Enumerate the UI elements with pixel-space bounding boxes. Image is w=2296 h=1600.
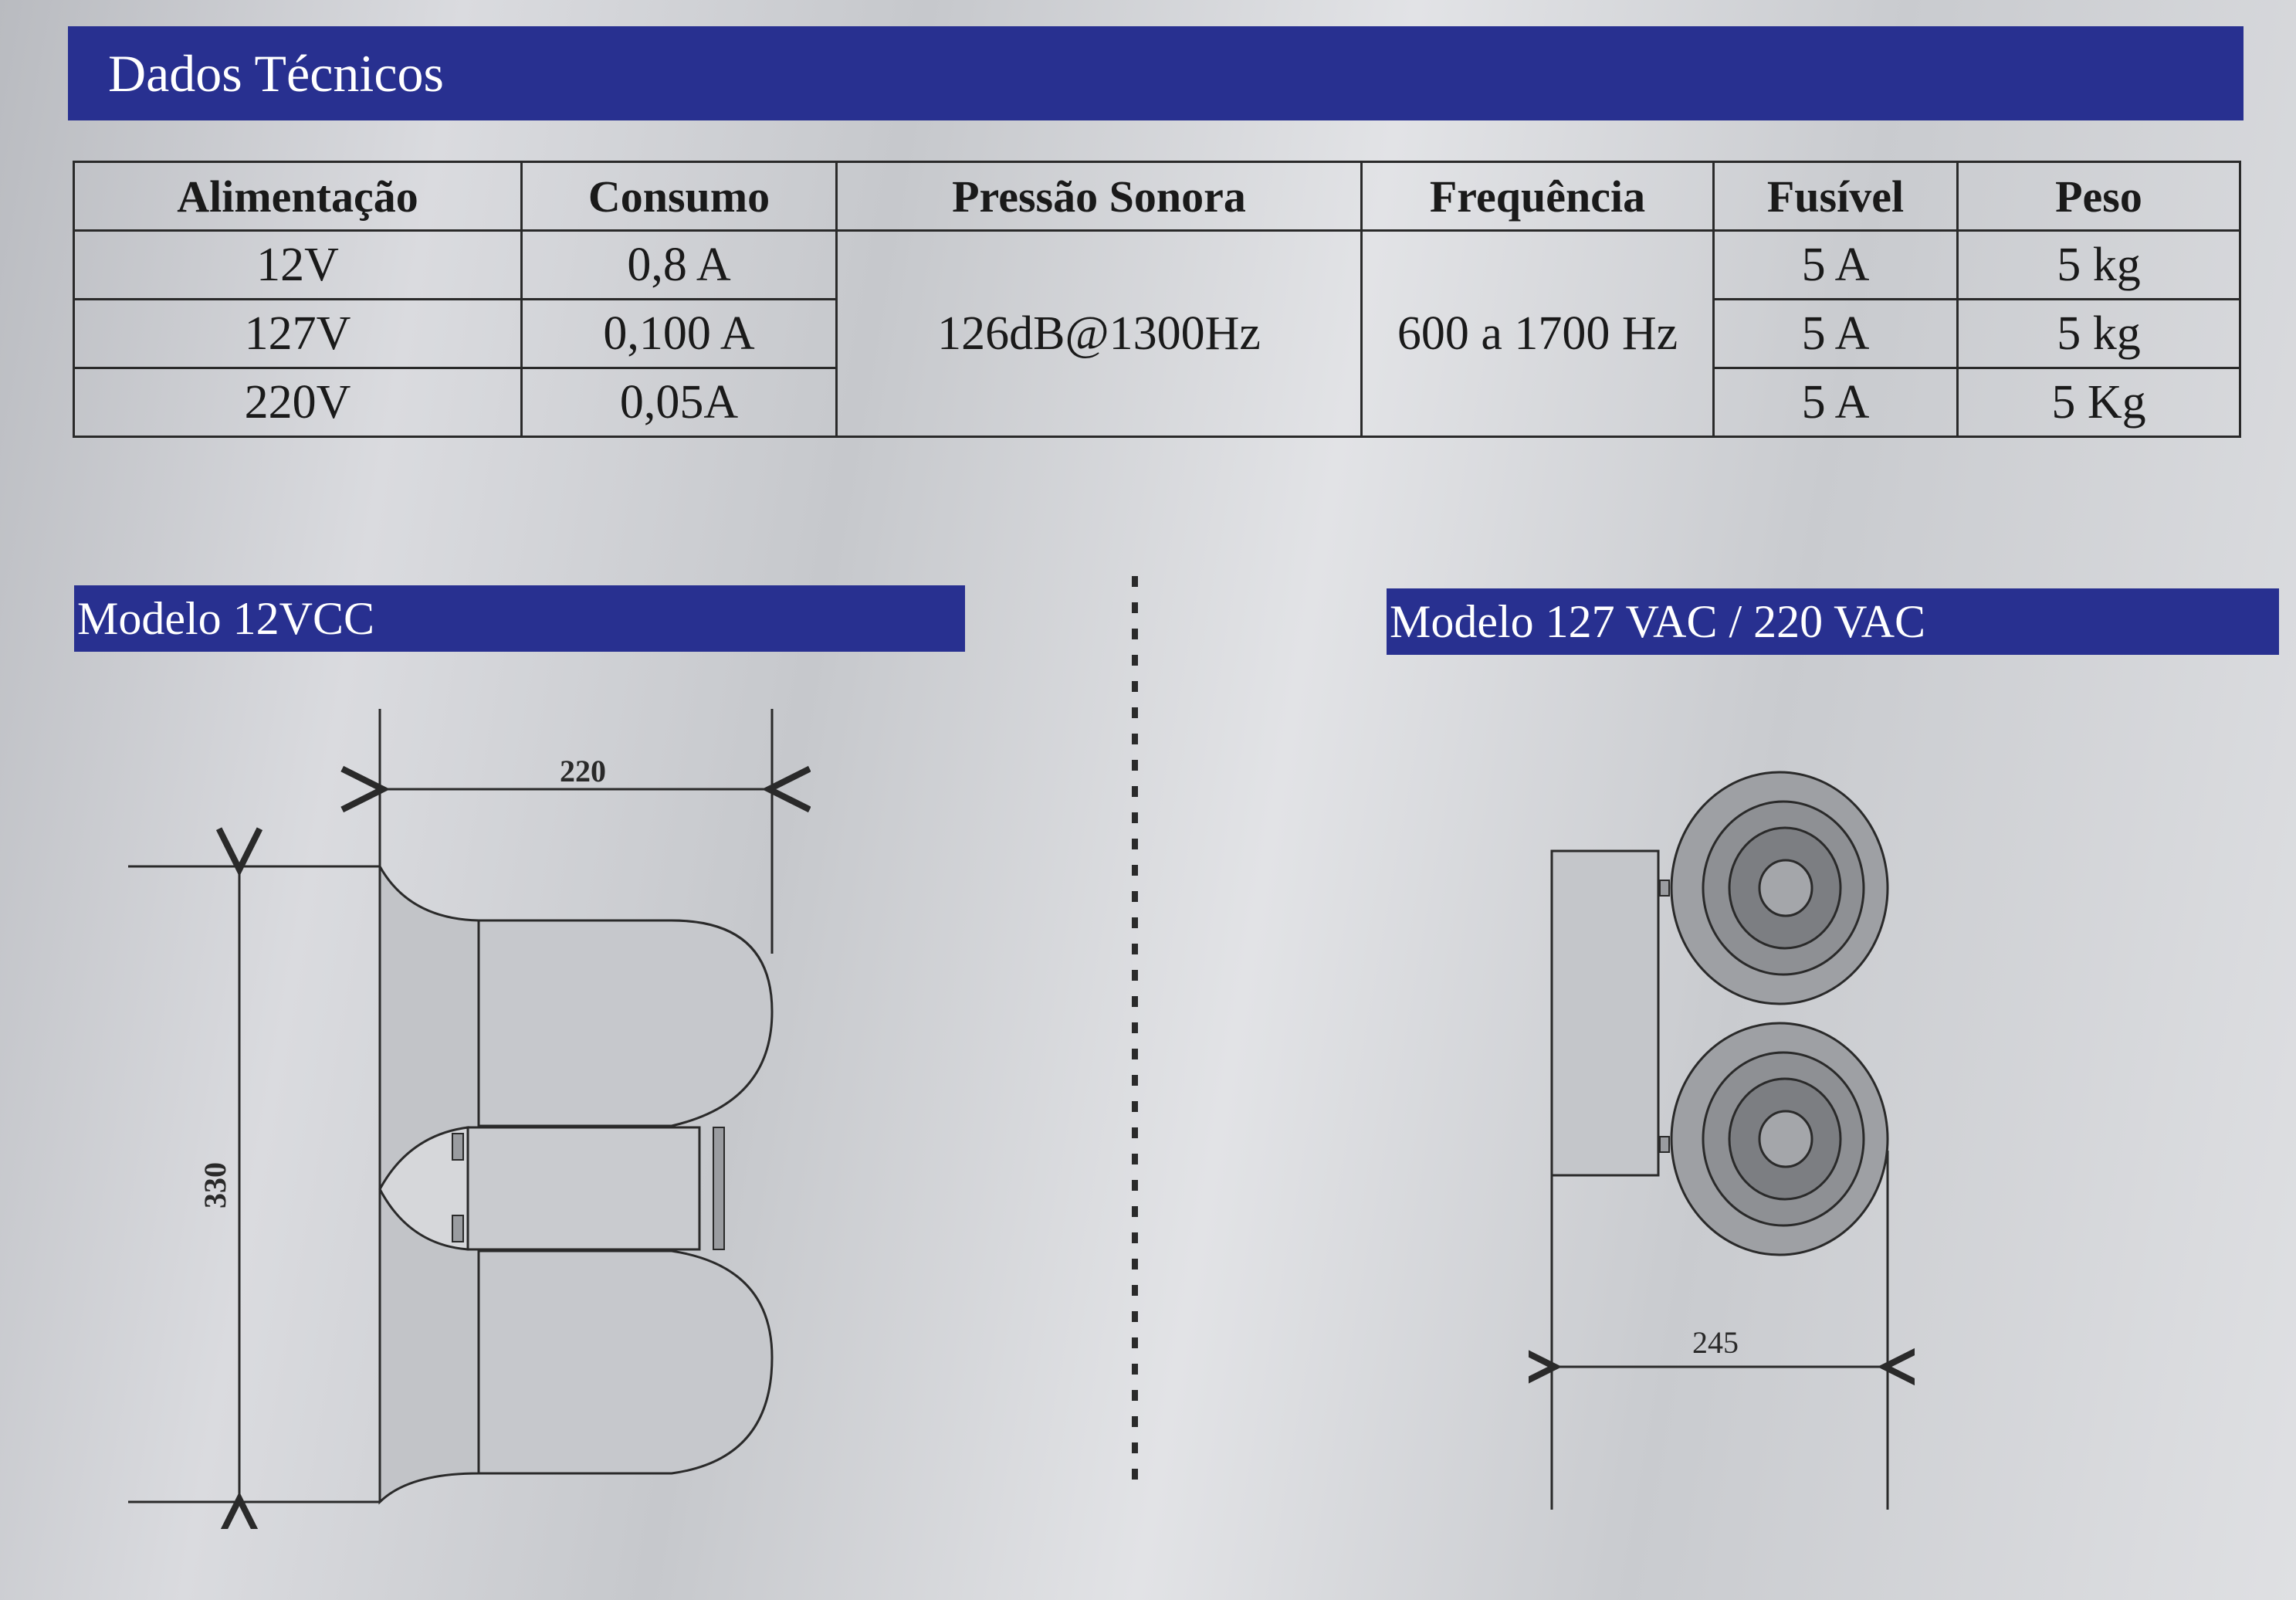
horn-middle-body [466, 1126, 701, 1251]
column-header: Alimentação [73, 161, 523, 232]
column-header: Peso [1956, 161, 2241, 232]
cell-consumo: 0,05A [520, 367, 838, 438]
model-ac-header: Modelo 127 VAC / 220 VAC [1387, 588, 2279, 655]
dimension-label-height: 330 [198, 1162, 232, 1208]
horn-upper-bell [477, 919, 774, 1127]
horn-clip [452, 1133, 464, 1161]
cell-alimentacao: 127V [73, 298, 523, 369]
dimension-label-width: 245 [1692, 1325, 1739, 1360]
cell-peso: 5 kg [1956, 229, 2241, 300]
siren-upper-speaker [1670, 771, 1889, 1005]
cell-fusivel: 5 A [1712, 298, 1959, 369]
column-header: Consumo [520, 161, 838, 232]
siren-driver-box [1550, 849, 1660, 1177]
section-title: Dados Técnicos [108, 43, 444, 103]
model-title: Modelo 127 VAC / 220 VAC [1390, 595, 1926, 647]
cell-consumo: 0,100 A [520, 298, 838, 369]
cell-alimentacao: 12V [73, 229, 523, 300]
dotted-divider [1132, 576, 1138, 1495]
siren-connector [1659, 880, 1670, 897]
model-title: Modelo 12VCC [77, 592, 375, 644]
cell-fusivel: 5 A [1712, 367, 1959, 438]
dimension-label-width: 220 [560, 754, 606, 788]
model-12vcc-header: Modelo 12VCC [74, 585, 965, 652]
cell-fusivel: 5 A [1712, 229, 1959, 300]
cell-alimentacao: 220V [73, 367, 523, 438]
cell-consumo: 0,8 A [520, 229, 838, 300]
siren-ac-drawing: 245 [1529, 771, 1915, 1510]
column-header: Pressão Sonora [835, 161, 1363, 232]
cell-peso: 5 Kg [1956, 367, 2241, 438]
table-header-row: Alimentação Consumo Pressão Sonora Frequ… [73, 161, 2241, 232]
horn-back-bracket [713, 1127, 725, 1250]
siren-lower-speaker [1670, 1022, 1889, 1256]
table-row: 12V 0,8 A 126dB@1300Hz 600 a 1700 Hz 5 A… [73, 229, 2241, 438]
column-header: Frequência [1360, 161, 1715, 232]
column-header: Fusível [1712, 161, 1959, 232]
siren-connector [1659, 1136, 1670, 1153]
table-row: 127V 0,100 A 5 A 5 kg [73, 298, 2241, 369]
cell-pressao-sonora: 126dB@1300Hz [835, 229, 1363, 438]
cell-peso: 5 kg [1956, 298, 2241, 369]
horn-middle-cap [378, 1126, 469, 1251]
technical-specs-table: Alimentação Consumo Pressão Sonora Frequ… [73, 161, 2241, 438]
horn-clip [452, 1215, 464, 1242]
section-header-dados-tecnicos: Dados Técnicos [68, 26, 2244, 120]
horn-lower-bell [477, 1249, 774, 1475]
horn-12vcc-drawing: 220 330 [128, 709, 811, 1529]
cell-frequencia: 600 a 1700 Hz [1360, 229, 1715, 438]
table-row: 220V 0,05A 5 A 5 Kg [73, 367, 2241, 438]
